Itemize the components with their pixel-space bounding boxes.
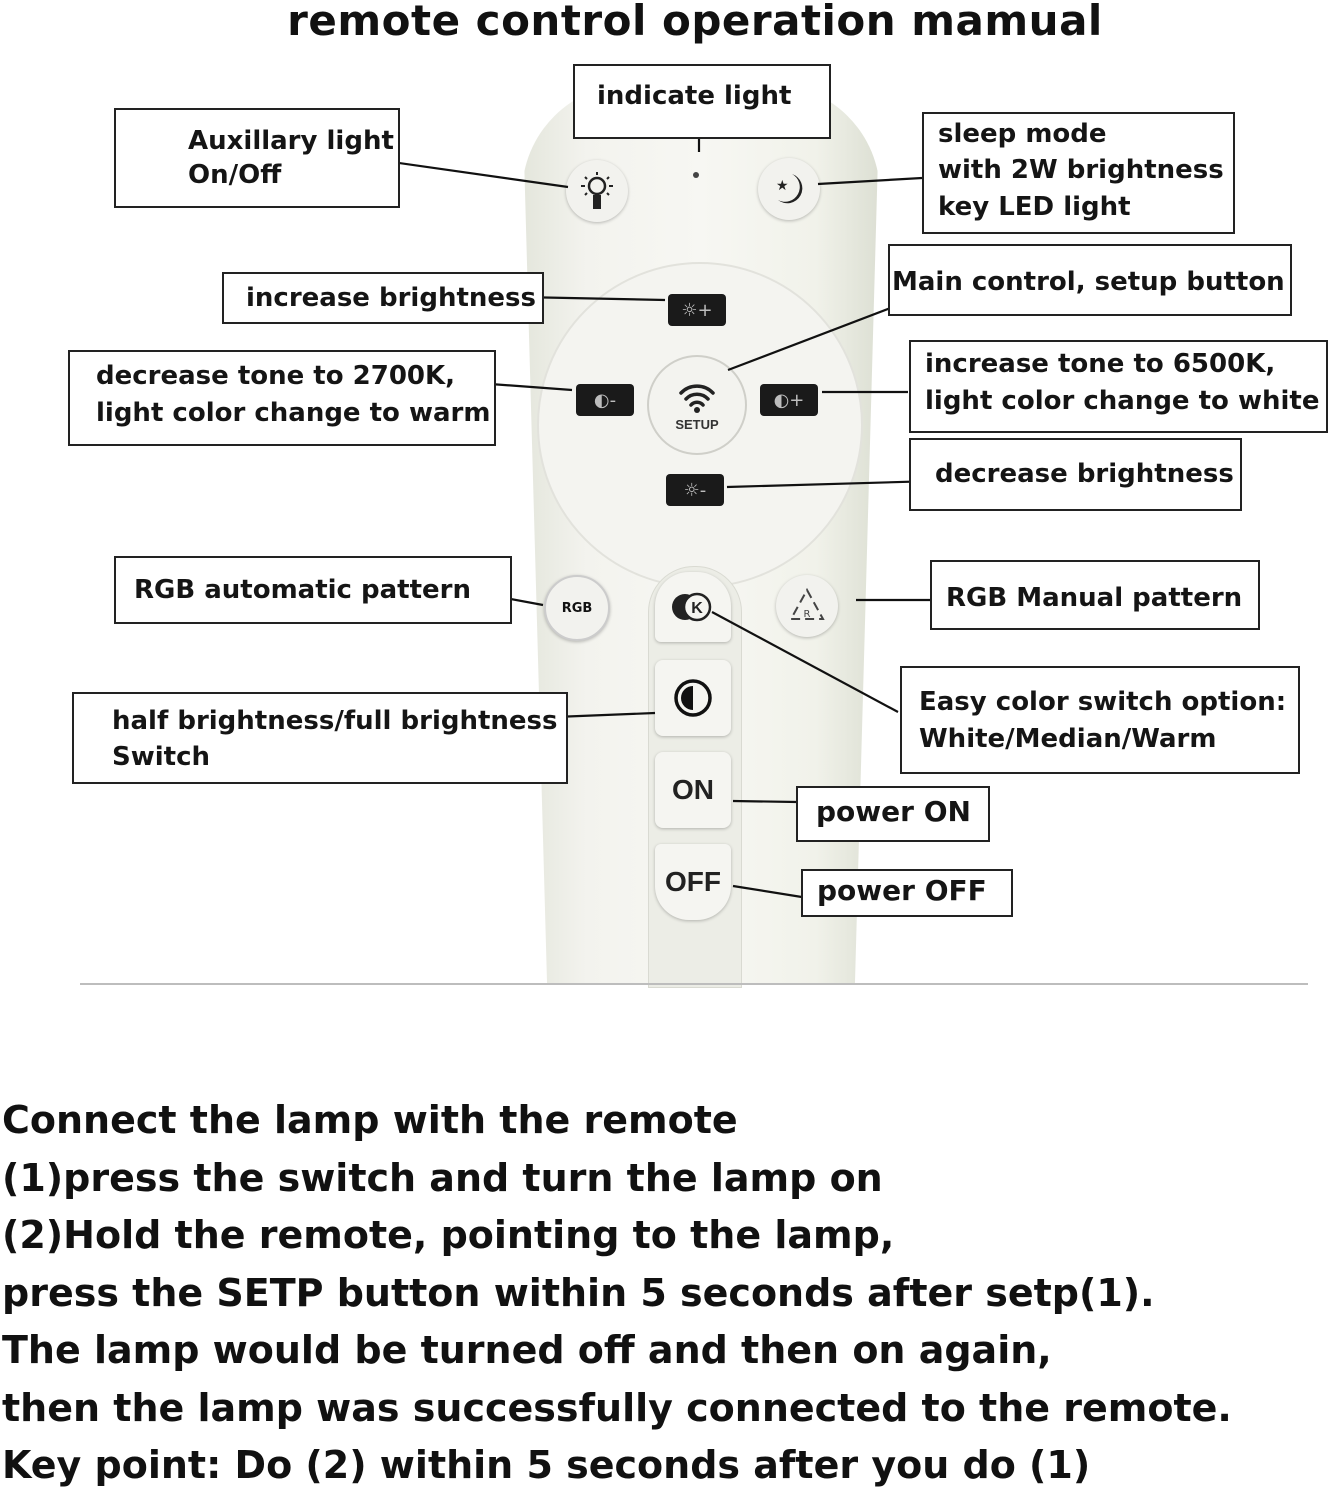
svg-text:R: R (804, 609, 811, 620)
power-off-button[interactable]: OFF (655, 844, 731, 920)
callout-easy-color-switch: Easy color switch option: White/Median/W… (900, 666, 1300, 774)
svg-text:★: ★ (776, 178, 789, 194)
instruction-line: The lamp would be turned off and then on… (2, 1328, 1052, 1372)
color-temperature-icon: K (672, 592, 712, 622)
instruction-heading: Connect the lamp with the remote (2, 1098, 738, 1142)
callout-power-on: power ON (796, 786, 990, 842)
callout-power-off: power OFF (801, 869, 1013, 917)
page-title: remote control operation mamual (287, 0, 1103, 45)
callout-decrease-brightness: decrease brightness (909, 438, 1242, 511)
callout-half-full-brightness: half brightness/full brightness Switch (72, 692, 568, 784)
callout-main-control: Main control, setup button (888, 244, 1292, 316)
instruction-line: then the lamp was successfully connected… (2, 1385, 1232, 1430)
instruction-line: (2)Hold the remote, pointing to the lamp… (2, 1213, 895, 1257)
instruction-line: (1)press the switch and turn the lamp on (2, 1155, 883, 1200)
callout-rgb-automatic: RGB automatic pattern (114, 556, 512, 624)
moon-star-icon: ★ (776, 174, 803, 204)
setup-label: SETUP (675, 417, 719, 432)
callout-increase-brightness: increase brightness (222, 272, 544, 324)
half-full-brightness-button[interactable] (655, 660, 731, 736)
callout-indicate-light: indicate light (573, 64, 831, 139)
tone-down-button[interactable]: ◐- (576, 384, 634, 416)
half-circle-icon (674, 679, 712, 717)
rgb-cycle-icon: RGB (561, 600, 593, 616)
sleep-mode-button[interactable]: ★ (758, 158, 820, 220)
instruction-line: press the SETP button within 5 seconds a… (2, 1270, 1155, 1315)
callout-auxiliary-light: Auxillary light On/Off (114, 108, 400, 208)
brightness-down-button[interactable]: ☼- (666, 474, 724, 506)
rgb-auto-button[interactable]: RGB (544, 575, 610, 641)
rgb-manual-button[interactable]: R (776, 575, 838, 637)
callout-rgb-manual: RGB Manual pattern (930, 560, 1260, 630)
power-on-button[interactable]: ON (655, 752, 731, 828)
svg-text:K: K (691, 600, 703, 617)
auxiliary-light-button[interactable] (566, 160, 628, 222)
rgb-triangle-icon: R (789, 587, 825, 620)
tone-up-button[interactable]: ◐+ (760, 384, 818, 416)
divider-line (80, 983, 1308, 985)
callout-increase-tone: increase tone to 6500K, light color chan… (909, 340, 1328, 433)
bulb-icon (581, 172, 613, 209)
wifi-icon: SETUP (675, 384, 719, 432)
callout-decrease-tone: decrease tone to 2700K, light color chan… (68, 350, 496, 446)
brightness-up-button[interactable]: ☼+ (668, 294, 726, 326)
callout-sleep-mode: sleep mode with 2W brightness key LED li… (922, 112, 1235, 234)
setup-button[interactable]: SETUP (647, 355, 747, 455)
connection-instructions: Connect the lamp with the remote (1)pres… (2, 1092, 1232, 1495)
color-switch-button[interactable]: K (655, 572, 731, 642)
instruction-key-point: Key point: Do (2) within 5 seconds after… (2, 1443, 1091, 1487)
indicator-led (693, 172, 699, 178)
